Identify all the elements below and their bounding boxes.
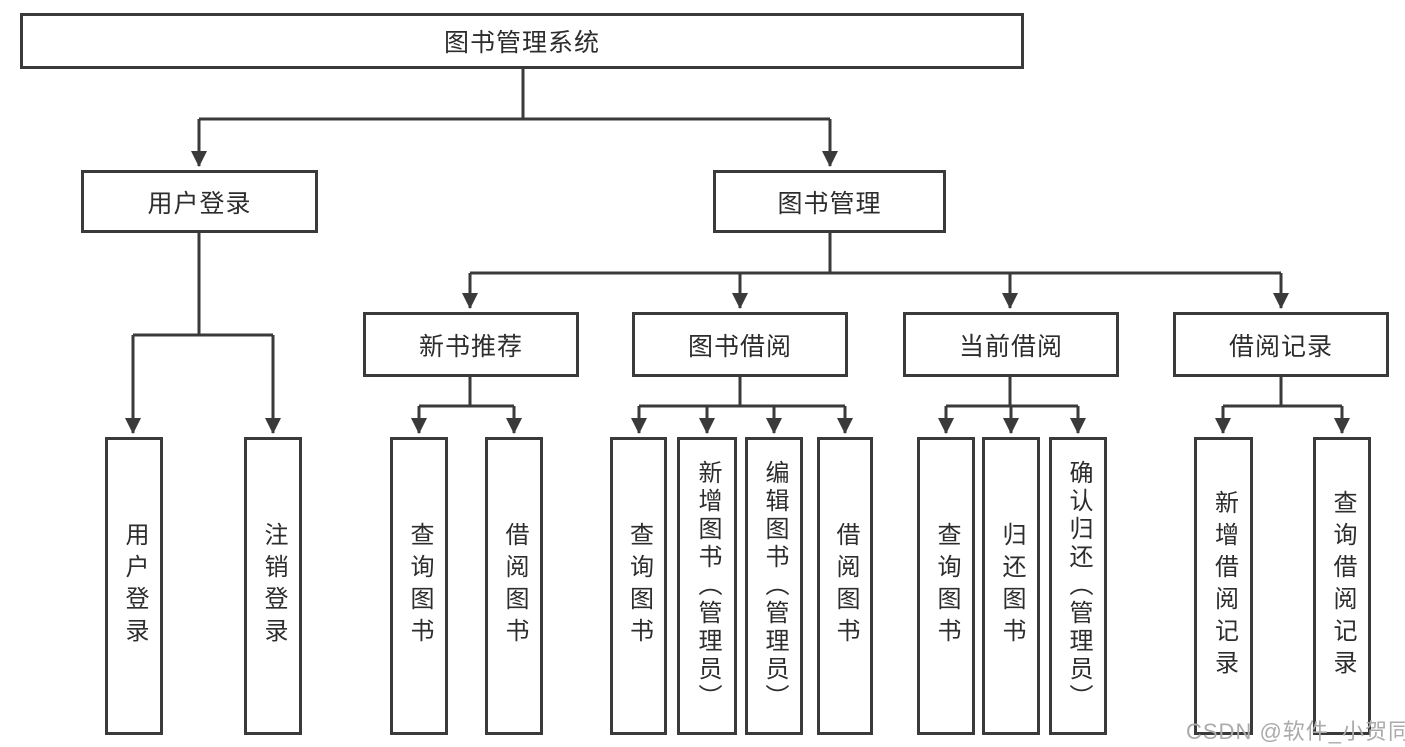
node-book-borrowing: 图书借阅: [632, 312, 848, 377]
node-logout-action: 注销登录: [244, 437, 302, 735]
node-query-books-current-label: 查询图书: [933, 522, 960, 650]
connector-skeleton: [133, 68, 1342, 408]
connector-arrows: [125, 119, 1350, 434]
node-query-books-current: 查询图书: [917, 437, 975, 735]
node-current-borrowing-label: 当前借阅: [958, 332, 1063, 361]
node-borrow-books-recommend-label: 借阅图书: [501, 522, 528, 650]
node-return-books: 归还图书: [982, 437, 1040, 735]
node-query-books-recommend: 查询图书: [390, 437, 448, 735]
node-confirm-return-admin: 确认归还（管理员）: [1049, 437, 1107, 735]
node-query-borrow-record-label: 查询借阅记录: [1329, 490, 1356, 682]
node-query-books-borrow-label: 查询图书: [625, 522, 653, 650]
node-new-book-recommendation-label: 新书推荐: [418, 332, 523, 361]
node-user-login-action: 用户登录: [105, 437, 163, 735]
node-borrow-books-recommend: 借阅图书: [485, 437, 543, 735]
node-query-books-recommend-label: 查询图书: [406, 522, 433, 650]
node-edit-books-admin: 编辑图书（管理员）: [745, 437, 803, 735]
node-library-management-system-label: 图书管理系统: [443, 29, 600, 57]
node-add-borrow-record-label: 新增借阅记录: [1210, 490, 1238, 682]
node-borrowing-records-label: 借阅记录: [1228, 332, 1333, 361]
node-book-borrowing-label: 图书借阅: [687, 332, 792, 361]
node-borrow-books-label: 借阅图书: [832, 522, 859, 650]
node-add-books-admin: 新增图书（管理员）: [677, 437, 737, 735]
node-add-books-admin-label: 新增图书（管理员）: [694, 460, 721, 712]
node-user-login-label: 用户登录: [147, 189, 252, 218]
node-confirm-return-admin-label: 确认归还（管理员）: [1065, 460, 1092, 712]
node-borrow-books: 借阅图书: [817, 437, 873, 735]
node-edit-books-admin-label: 编辑图书（管理员）: [761, 460, 788, 712]
node-book-management-label: 图书管理: [777, 189, 882, 218]
node-borrowing-records: 借阅记录: [1173, 312, 1389, 377]
node-book-management: 图书管理: [713, 170, 946, 233]
node-query-books-borrow: 查询图书: [610, 437, 667, 735]
node-user-login-action-label: 用户登录: [121, 522, 148, 650]
node-add-borrow-record: 新增借阅记录: [1194, 437, 1253, 735]
node-return-books-label: 归还图书: [998, 522, 1025, 650]
watermark-text: CSDN @软件_小贺同学: [1186, 719, 1405, 744]
node-current-borrowing: 当前借阅: [903, 312, 1119, 377]
node-query-borrow-record: 查询借阅记录: [1313, 437, 1371, 735]
node-logout-action-label: 注销登录: [260, 522, 287, 650]
node-user-login: 用户登录: [81, 170, 318, 233]
node-new-book-recommendation: 新书推荐: [363, 312, 579, 377]
node-library-management-system: 图书管理系统: [20, 13, 1024, 69]
